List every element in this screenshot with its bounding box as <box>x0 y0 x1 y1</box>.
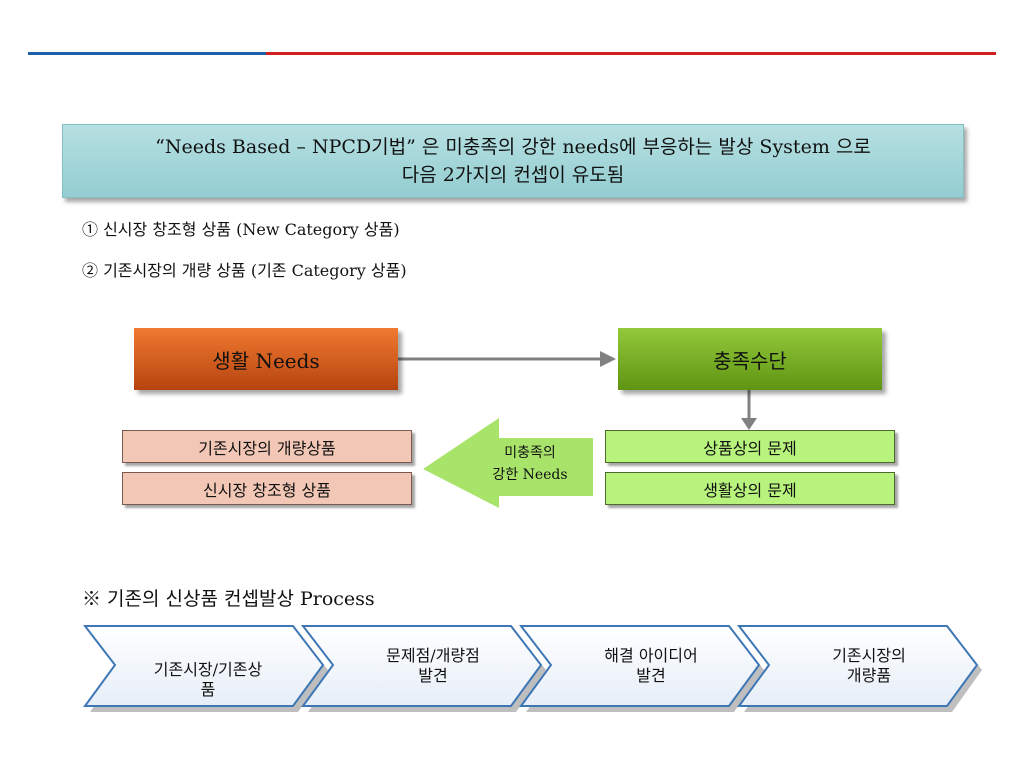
process-step-1-line-2: 품 <box>200 680 216 699</box>
summary-line-2: 다음 2가지의 컨셉이 유도됨 <box>401 164 625 186</box>
process-step-4-line-2: 개량품 <box>846 666 892 685</box>
unmet-needs-label-line-1: 미충족의 <box>504 445 556 461</box>
outcome-box-improved-product: 기존시장의 개량상품 <box>122 430 412 463</box>
process-step-4-line-1: 기존시장의 <box>832 646 906 665</box>
summary-callout: “Needs Based – NPCD기법” 은 미충족의 강한 needs에 … <box>62 124 964 198</box>
unmet-needs-label: 미충족의 강한 Needs <box>470 442 590 486</box>
process-step-3-line-1: 해결 아이디어 <box>604 646 698 665</box>
process-step-2: 문제점/개량점 발견 <box>358 636 508 696</box>
outcome-box-new-market-product: 신시장 창조형 상품 <box>122 472 412 505</box>
summary-line-1: “Needs Based – NPCD기법” 은 미충족의 강한 needs에 … <box>155 136 871 158</box>
process-step-1-line-1: 기존시장/기존상 <box>153 660 263 679</box>
satisfaction-means-box: 충족수단 <box>618 328 882 390</box>
bullet-existing-category: ② 기존시장의 개량 상품 (기존 Category 상품) <box>82 261 407 280</box>
problem-box-product: 상품상의 문제 <box>605 430 895 463</box>
problem-box-life: 생활상의 문제 <box>605 472 895 505</box>
process-step-2-line-2: 발견 <box>418 666 448 685</box>
unmet-needs-label-line-2: 강한 Needs <box>492 467 568 483</box>
process-step-1: 기존시장/기존상 품 <box>133 650 283 710</box>
process-step-2-chevron <box>300 625 543 707</box>
means-to-problems-arrowhead <box>741 418 757 430</box>
process-step-4: 기존시장의 개량품 <box>794 636 944 696</box>
process-step-3-chevron <box>518 625 761 707</box>
process-step-3: 해결 아이디어 발견 <box>576 636 726 696</box>
process-step-4-chevron <box>736 625 979 707</box>
title-rule-red <box>266 52 996 55</box>
process-step-2-line-1: 문제점/개량점 <box>386 646 480 665</box>
process-title: ※ 기존의 신상품 컨셉발상 Process <box>82 588 375 610</box>
unmet-needs-arrow <box>423 418 593 508</box>
needs-to-means-arrowhead <box>600 351 616 367</box>
life-needs-box: 생활 Needs <box>134 328 398 390</box>
bullet-new-category: ① 신시장 창조형 상품 (New Category 상품) <box>82 220 400 239</box>
process-step-1-chevron <box>82 625 325 707</box>
title-rule-blue <box>28 52 268 55</box>
process-step-3-line-2: 발견 <box>636 666 666 685</box>
